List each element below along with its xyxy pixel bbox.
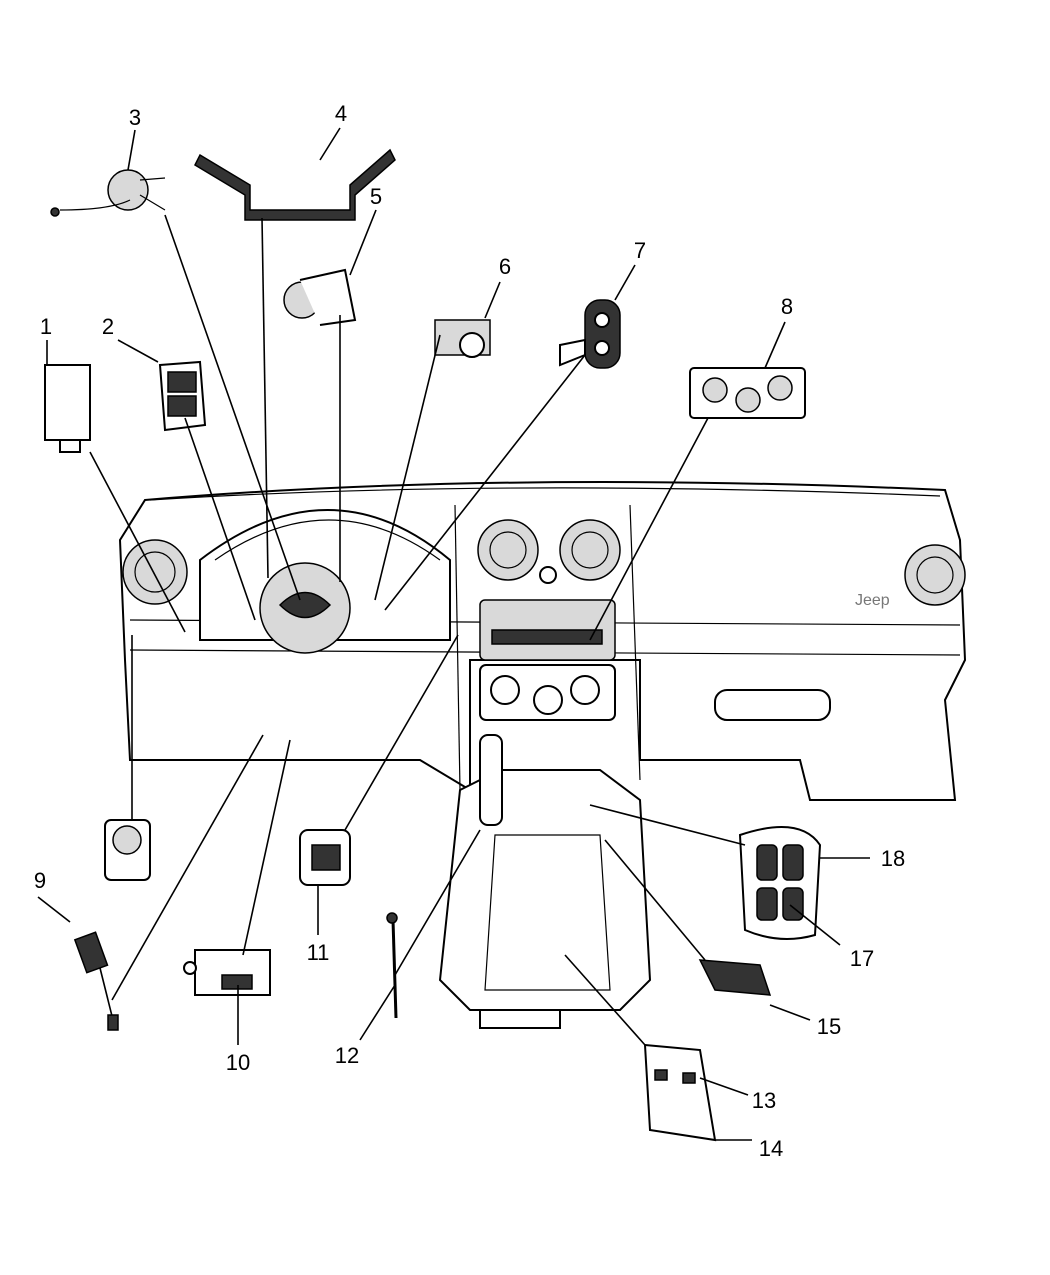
callout-6: 6	[499, 254, 511, 279]
part-12-antenna-rod	[386, 912, 398, 1019]
part-10-module	[183, 949, 271, 996]
part-11-switch	[299, 829, 351, 886]
callout-18: 18	[881, 846, 905, 871]
part-8-hvac-control	[689, 367, 806, 419]
center-console	[438, 734, 652, 1029]
callout-12: 12	[335, 1043, 359, 1068]
callout-2: 2	[102, 314, 114, 339]
callout-9: 9	[34, 868, 46, 893]
callout-11: 11	[307, 940, 330, 965]
callout-14: 14	[759, 1136, 783, 1161]
callout-15: 15	[817, 1014, 841, 1039]
callout-4: 4	[335, 101, 347, 126]
part-15-switch	[698, 959, 772, 996]
instrument-panel: Jeep	[118, 481, 967, 801]
callouts: 1 2 3 4 5 6 7 8 9 10 11 12 13 14 15 17 1…	[34, 101, 905, 1161]
callout-13: 13	[752, 1088, 776, 1113]
part-2-switch-bezel	[158, 360, 207, 432]
callout-3: 3	[129, 105, 141, 130]
callout-5: 5	[370, 184, 382, 209]
part-5-ignition-switch	[283, 268, 357, 326]
leader-lines	[37, 127, 870, 1141]
part-1-lower-switch	[104, 819, 151, 881]
part-4-multifunction-switch	[194, 148, 396, 221]
part-6-switch	[434, 319, 491, 358]
part-17-18-switch-bezel	[738, 826, 822, 940]
part-9-sensor	[73, 931, 119, 1031]
jeep-badge: Jeep	[855, 592, 890, 609]
part-7-switch	[559, 299, 621, 369]
part-1-switch	[44, 364, 91, 453]
callout-7: 7	[634, 238, 646, 263]
callout-8: 8	[781, 294, 793, 319]
part-3-clockspring	[50, 169, 166, 217]
callout-10: 10	[226, 1050, 250, 1075]
callout-1: 1	[40, 314, 52, 339]
callout-17: 17	[850, 946, 874, 971]
part-13-14-panel	[643, 1043, 717, 1142]
